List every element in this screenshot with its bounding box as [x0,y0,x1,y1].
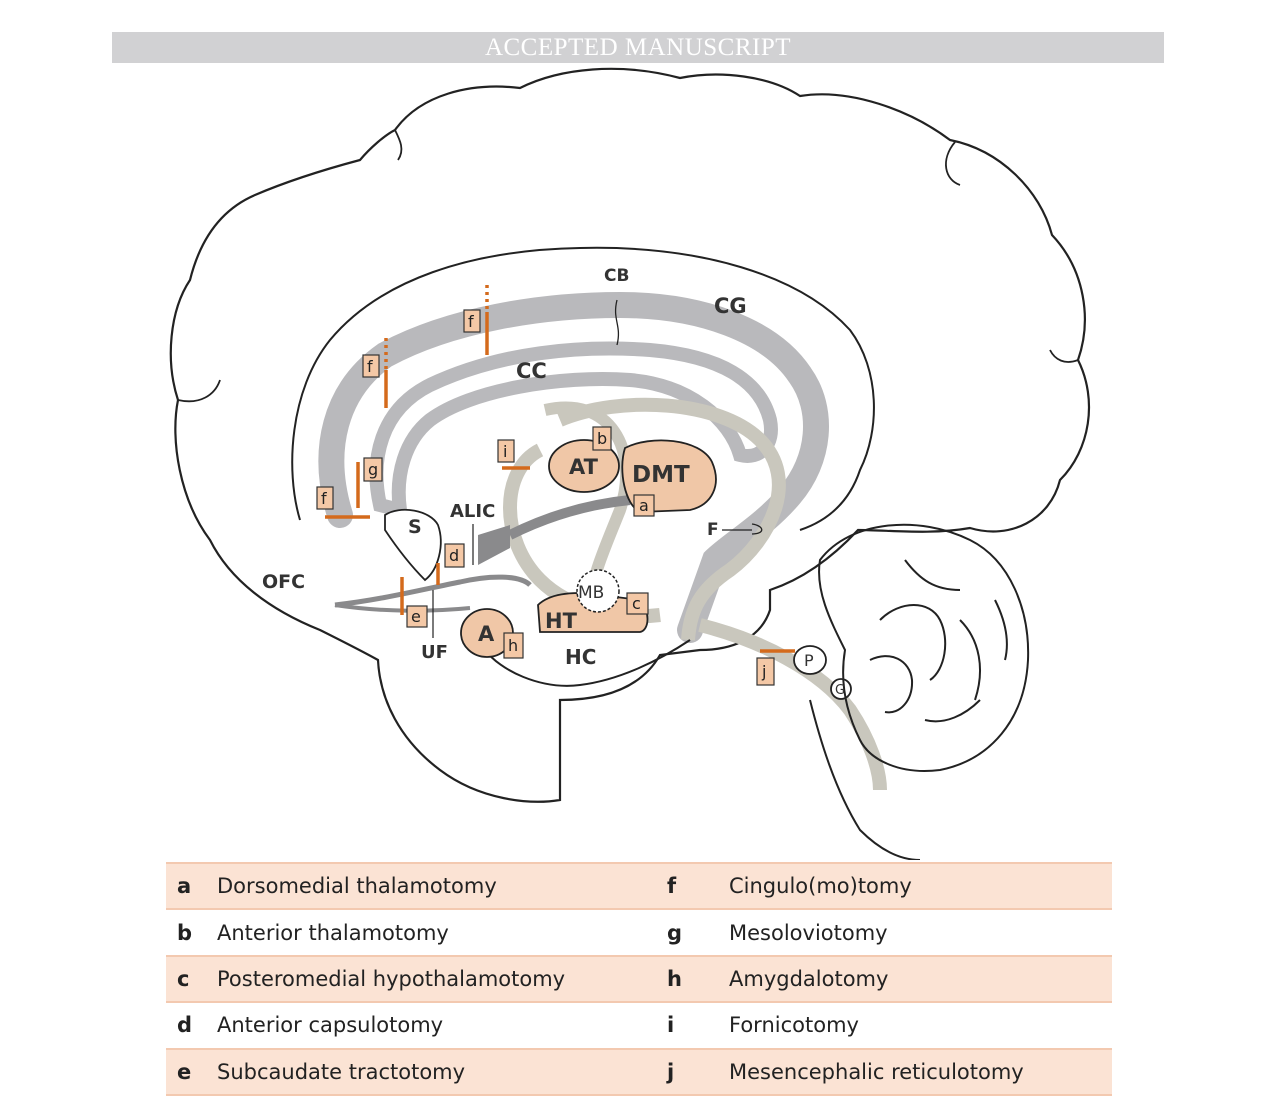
marker-f-top: f [463,309,481,333]
legend-key: j [667,1048,729,1095]
legend-key: h [667,955,729,1003]
mammillary-body [576,569,620,613]
legend-text: Amygdalotomy [729,955,1112,1003]
cingulate-gyrus-outline [291,246,875,531]
uncinate-tract [334,574,532,608]
legend-text: Fornicotomy [729,1013,859,1038]
marker-f-mid: f [362,354,380,378]
svg-text:g: g [368,460,378,479]
sulcus-line [177,379,221,403]
svg-text:c: c [632,594,641,613]
f-pointer [722,523,763,535]
legend-row: b Anterior thalamotomy g Mesoloviotomy [166,909,1112,956]
alic-fan [478,525,510,565]
label-g: G [835,683,845,698]
svg-text:f: f [367,357,373,376]
manuscript-banner: ACCEPTED MANUSCRIPT [112,32,1164,63]
svg-text:h: h [508,636,518,655]
legend-key: g [667,920,683,945]
legend-text: Dorsomedial thalamotomy [217,863,667,910]
anterior-thalamus [548,439,620,493]
sulcus-line [1049,349,1079,363]
cerebellum [818,523,1030,772]
svg-text:b: b [597,429,607,448]
marker-c: c [626,592,649,615]
label-ht: HT [545,609,578,633]
label-ofc: OFC [262,571,305,593]
legend-key: b [177,920,193,945]
uncinate-lower [334,603,471,613]
marker-d: d [444,543,465,568]
gland-g [830,678,852,700]
label-p: P [804,651,814,670]
label-hc: HC [565,645,596,669]
alic-tract [507,495,631,540]
marker-e: e [406,605,428,628]
label-mb: MB [578,583,604,603]
sulcus-line [945,141,961,186]
marker-g: g [363,457,383,482]
marker-f-low: f [316,486,334,510]
label-cb: CB [604,266,629,286]
marker-i: i [497,439,515,463]
legend-key: d [177,1013,193,1038]
label-s: S [408,516,422,538]
legend-key: e [166,1048,217,1095]
legend-key: a [166,863,217,910]
legend-text: Mesoloviotomy [729,920,888,945]
svg-text:a: a [639,496,649,515]
svg-text:f: f [321,489,327,508]
legend-key: i [667,1013,675,1038]
label-at: AT [569,455,599,479]
cb-bracket [614,299,620,346]
legend-text: Anterior thalamotomy [217,920,449,945]
sulcus-line [394,129,403,161]
label-a: A [478,622,495,646]
label-uf: UF [421,642,448,663]
dorsomedial-thalamus [621,439,717,513]
marker-b: b [592,426,612,451]
legend-row: d Anterior capsulotomy i Fornicotomy [166,1002,1112,1049]
label-alic: ALIC [450,501,495,522]
svg-text:d: d [449,546,459,565]
temporal-lobe-outline [484,639,691,687]
label-f: F [707,520,719,540]
legend-text: Subcaudate tractotomy [217,1048,667,1095]
svg-text:j: j [761,662,766,681]
marker-j: j [756,657,775,686]
legend-text: Anterior capsulotomy [217,1013,444,1038]
label-dmt: DMT [632,462,690,488]
svg-text:e: e [411,607,421,626]
legend-text: Mesencephalic reticulotomy [729,1048,1112,1095]
brain-diagram: CB CG CC OFC ALIC S UF HC F AT DMT MB HT… [169,67,1090,860]
septum [384,508,442,582]
label-cc: CC [516,359,547,383]
marker-a: a [633,494,655,517]
brainstem-outline [809,699,921,860]
legend-key: c [166,955,217,1003]
pineal [793,645,827,675]
marker-h: h [503,632,524,659]
brainstem [698,618,887,791]
svg-text:f: f [468,312,474,331]
label-cg: CG [714,294,747,318]
legend-text: Cingulo(mo)tomy [729,863,1112,910]
svg-text:i: i [503,442,507,461]
legend-text: Posteromedial hypothalamotomy [217,955,667,1003]
legend-key: f [667,863,729,910]
